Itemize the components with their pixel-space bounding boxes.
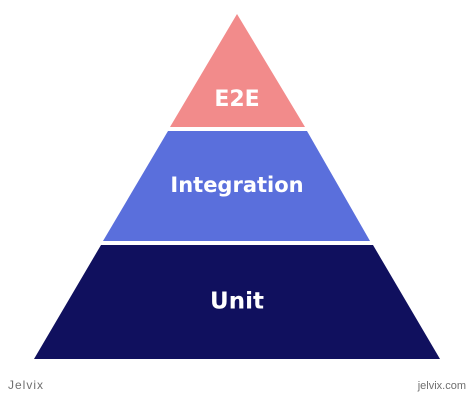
pyramid-tier-e2e <box>170 14 305 127</box>
pyramid-tier-e2e-label: E2E <box>214 87 259 112</box>
brand-logo-text: Jelvix <box>8 378 45 392</box>
pyramid-tier-unit <box>34 245 440 359</box>
website-url: jelvix.com <box>417 380 466 392</box>
pyramid-tier-integration <box>103 131 370 241</box>
pyramid-tier-unit-label: Unit <box>210 289 264 315</box>
pyramid-tier-integration-label: Integration <box>170 173 303 197</box>
